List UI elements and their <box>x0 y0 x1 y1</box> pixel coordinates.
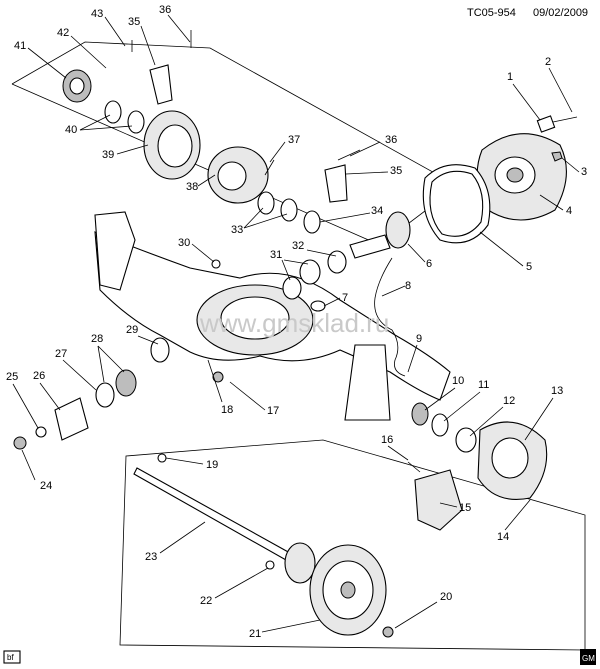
gm-logo <box>580 649 596 665</box>
callout-8: 8 <box>405 280 411 292</box>
callout-14: 14 <box>497 531 509 543</box>
diagram-date: 09/02/2009 <box>533 7 588 19</box>
callout-38: 38 <box>186 181 198 193</box>
callout-31: 31 <box>270 249 282 261</box>
drive-pinion <box>349 211 411 259</box>
callout-43: 43 <box>91 8 103 20</box>
callout-20: 20 <box>440 591 452 603</box>
diff-bearing-races <box>104 100 321 234</box>
callout-41: 41 <box>14 40 26 52</box>
callout-17: 17 <box>267 405 279 417</box>
callout-28: 28 <box>91 333 103 345</box>
brake-rotor <box>309 544 387 636</box>
rear-cover <box>476 133 567 221</box>
gm-logo-text: GM <box>582 654 595 663</box>
callout-40: 40 <box>65 124 77 136</box>
cap-bolts <box>131 30 361 176</box>
callout-15: 15 <box>459 502 471 514</box>
callout-42: 42 <box>57 27 69 39</box>
pinion-seal-flange <box>13 337 170 450</box>
axle-bearing-seal <box>411 402 477 453</box>
differential-case <box>207 146 269 204</box>
callout-29: 29 <box>126 324 138 336</box>
callout-4: 4 <box>566 205 572 217</box>
corner-tag-box <box>3 650 21 664</box>
callout-2: 2 <box>545 56 551 68</box>
wheel-stud <box>265 560 275 570</box>
fill-plug <box>310 300 326 312</box>
caliper-bolt <box>407 461 421 473</box>
callout-25: 25 <box>6 371 18 383</box>
callout-11: 11 <box>478 379 489 391</box>
axle-shaft-group-frame <box>119 439 586 651</box>
callout-10: 10 <box>452 375 464 387</box>
callout-13: 13 <box>551 385 563 397</box>
cover-gasket <box>422 164 491 244</box>
diff-bearing-left <box>62 69 92 103</box>
callout-1: 1 <box>507 71 513 83</box>
callout-24: 24 <box>40 480 52 492</box>
callout-36-top: 36 <box>159 4 171 16</box>
callout-18: 18 <box>221 404 233 416</box>
bearing-caps <box>149 64 348 203</box>
callout-39: 39 <box>102 149 114 161</box>
shaft-lock <box>157 453 167 463</box>
callout-6: 6 <box>426 258 432 270</box>
axle-shaft <box>133 467 316 584</box>
callout-12: 12 <box>503 395 515 407</box>
corner-tag: bf <box>7 653 14 662</box>
callout-19: 19 <box>206 459 218 471</box>
axle-housing <box>94 211 451 421</box>
callout-7: 7 <box>342 292 348 304</box>
brake-caliper <box>414 469 463 531</box>
callout-22: 22 <box>200 595 212 607</box>
callout-33: 33 <box>231 224 243 236</box>
rotor-nut <box>382 626 394 638</box>
watermark: www.gmsklad.ru <box>199 308 389 338</box>
leader-lines <box>12 14 580 633</box>
diagram-code: TC05-954 <box>467 7 516 19</box>
callout-26: 26 <box>33 370 45 382</box>
callout-23: 23 <box>145 551 157 563</box>
callout-36-right: 36 <box>385 134 397 146</box>
callout-5: 5 <box>526 261 532 273</box>
abs-sensor-wire <box>374 257 406 377</box>
callout-35-top: 35 <box>128 16 140 28</box>
callout-21: 21 <box>249 628 261 640</box>
callout-32: 32 <box>292 240 304 252</box>
brake-backing-plate <box>477 421 548 500</box>
callout-37: 37 <box>288 134 300 146</box>
callout-16: 16 <box>381 434 393 446</box>
callout-3: 3 <box>581 166 587 178</box>
ring-gear <box>143 110 201 180</box>
callout-labels: 1 2 3 4 5 6 7 8 9 10 11 12 13 14 15 16 1… <box>6 4 587 640</box>
pinion-bearings <box>282 250 347 300</box>
callout-27: 27 <box>55 348 67 360</box>
callout-9: 9 <box>416 333 422 345</box>
callout-35-right: 35 <box>390 165 402 177</box>
callout-34: 34 <box>371 205 383 217</box>
callout-30: 30 <box>178 237 190 249</box>
